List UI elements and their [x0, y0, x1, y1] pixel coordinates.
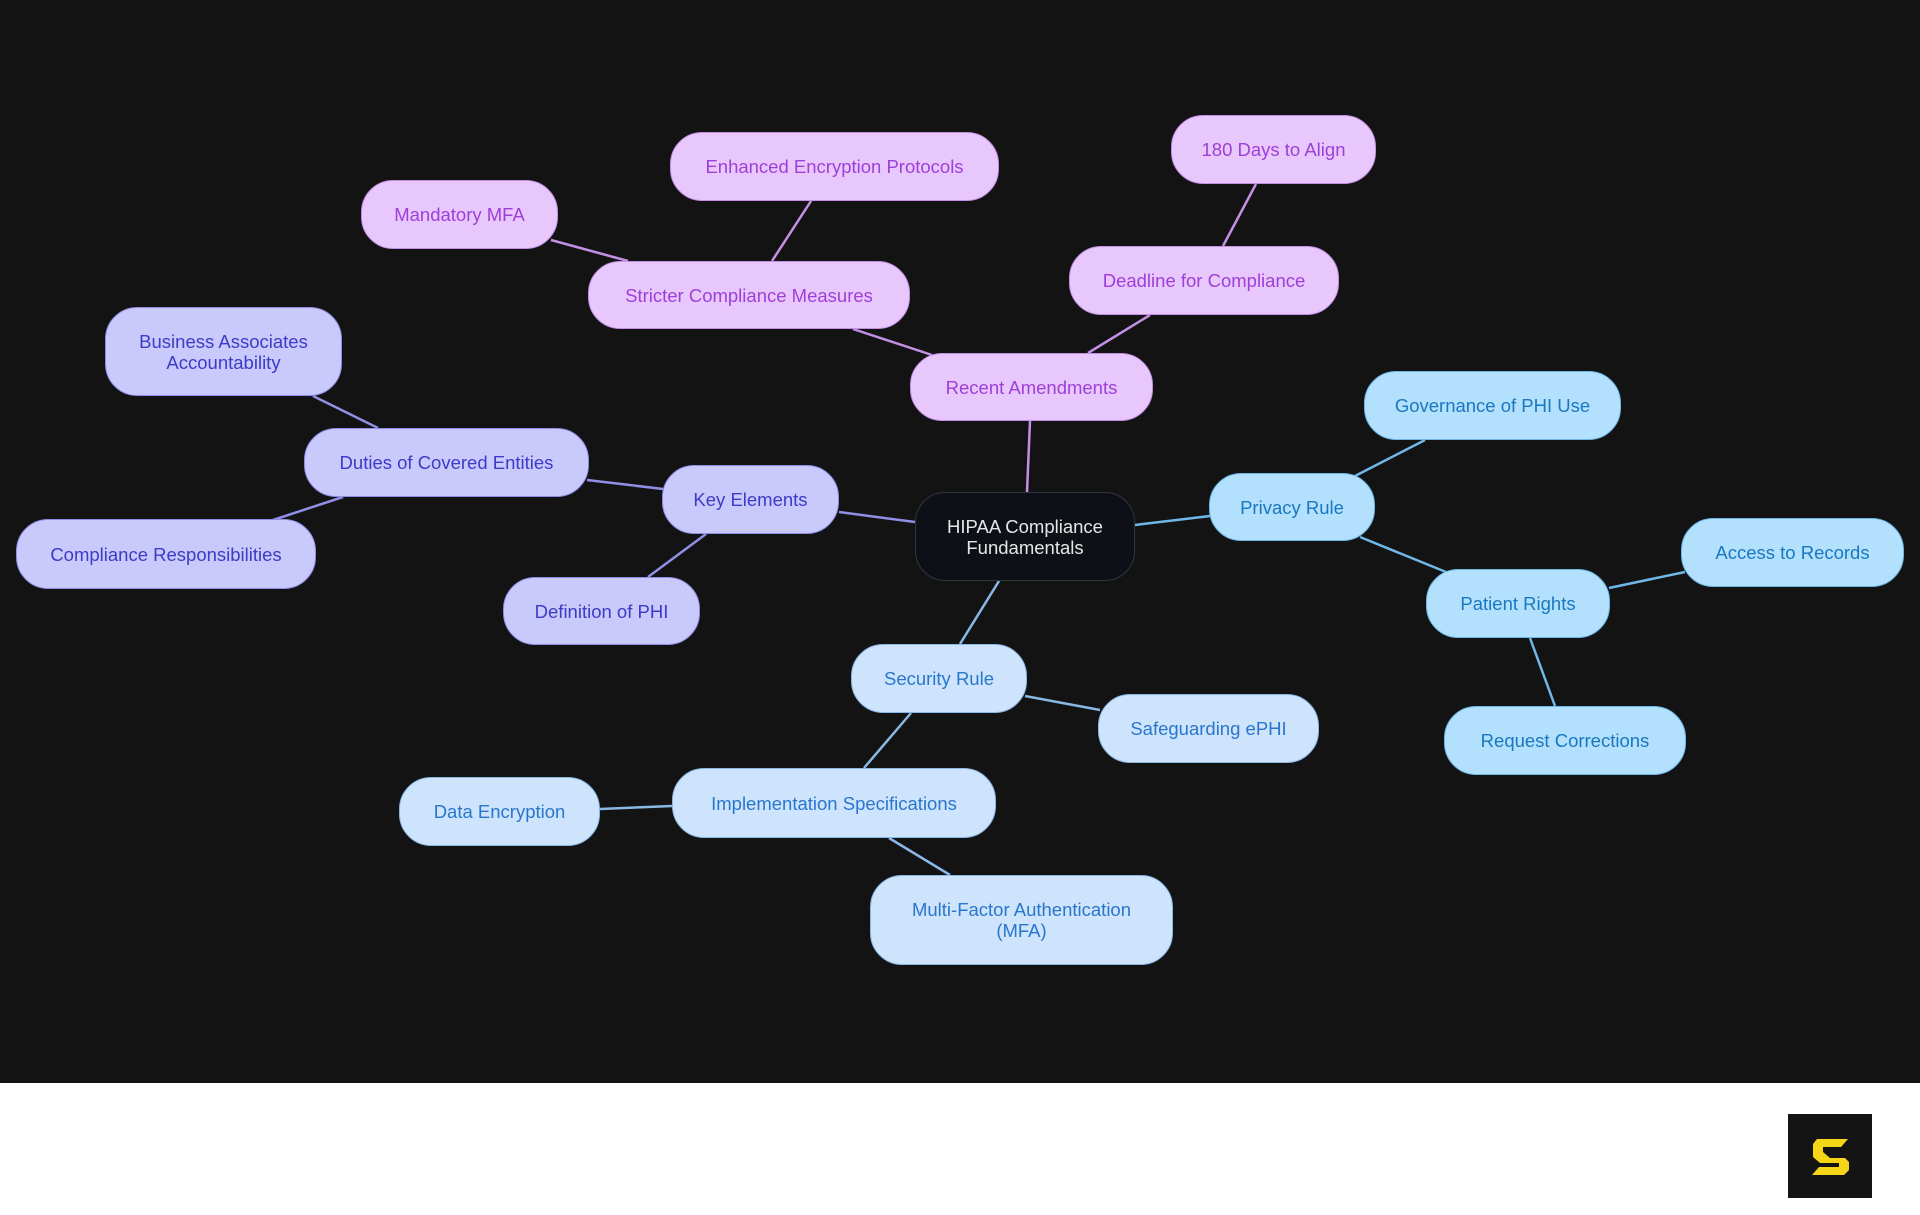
node-safeguarding-ephi[interactable]: Safeguarding ePHI [1098, 694, 1319, 763]
edge-duties-to-compliance_resp [272, 495, 344, 522]
node-patient-rights[interactable]: Patient Rights [1426, 569, 1610, 638]
edge-security-to-implementation [863, 712, 912, 769]
edge-key-to-duties [586, 478, 664, 491]
edge-security-to-safeguarding [1024, 694, 1101, 712]
edge-duties-to-business [312, 394, 379, 430]
edge-implementation-to-data_encryption [599, 804, 673, 811]
node-duties-of-covered-entities[interactable]: Duties of Covered Entities [304, 428, 589, 497]
node-enhanced-encryption-protocols[interactable]: Enhanced Encryption Protocols [670, 132, 999, 201]
edge-root-to-recent [1025, 420, 1032, 493]
node-recent-amendments[interactable]: Recent Amendments [910, 353, 1153, 421]
node-compliance-responsibilities[interactable]: Compliance Responsibilities [16, 519, 316, 589]
node-request-corrections[interactable]: Request Corrections [1444, 706, 1686, 775]
edge-patient-to-access [1608, 570, 1686, 590]
edge-recent-to-deadline [1087, 313, 1151, 355]
node-governance-of-phi-use[interactable]: Governance of PHI Use [1364, 371, 1621, 440]
node-180-days-to-align[interactable]: 180 Days to Align [1171, 115, 1376, 184]
edge-privacy-to-patient [1359, 535, 1447, 574]
edge-privacy-to-governance [1354, 438, 1426, 478]
node-deadline-for-compliance[interactable]: Deadline for Compliance [1069, 246, 1339, 315]
edge-key-to-definition [647, 532, 707, 579]
root-node-hipaa-compliance-fundamentals[interactable]: HIPAA Compliance Fundamentals [915, 492, 1135, 581]
edge-root-to-security [958, 580, 1001, 645]
edge-recent-to-stricter [852, 327, 933, 357]
edge-stricter-to-mandatory_mfa [550, 238, 629, 263]
edge-stricter-to-enhanced [770, 200, 813, 262]
edge-implementation-to-mfa [888, 836, 951, 877]
node-security-rule[interactable]: Security Rule [851, 644, 1027, 713]
node-data-encryption[interactable]: Data Encryption [399, 777, 600, 846]
node-business-associates-accountability[interactable]: Business Associates Accountability [105, 307, 342, 396]
node-implementation-specifications[interactable]: Implementation Specifications [672, 768, 996, 838]
node-mandatory-mfa[interactable]: Mandatory MFA [361, 180, 558, 249]
edge-patient-to-request [1528, 637, 1557, 707]
mindmap-canvas: HIPAA Compliance Fundamentals Recent Ame… [0, 0, 1920, 1083]
edge-root-to-privacy [1134, 514, 1211, 527]
node-definition-of-phi[interactable]: Definition of PHI [503, 577, 700, 645]
s-logo-icon [1812, 1139, 1849, 1175]
mindmap-edges [272, 183, 1686, 877]
brand-logo[interactable] [1788, 1114, 1872, 1198]
node-privacy-rule[interactable]: Privacy Rule [1209, 473, 1375, 541]
edge-deadline-to-days180 [1221, 183, 1258, 247]
node-multi-factor-authentication[interactable]: Multi-Factor Authentication (MFA) [870, 875, 1173, 965]
edge-root-to-key [838, 510, 916, 524]
node-key-elements[interactable]: Key Elements [662, 465, 839, 534]
node-stricter-compliance-measures[interactable]: Stricter Compliance Measures [588, 261, 910, 329]
node-access-to-records[interactable]: Access to Records [1681, 518, 1904, 587]
